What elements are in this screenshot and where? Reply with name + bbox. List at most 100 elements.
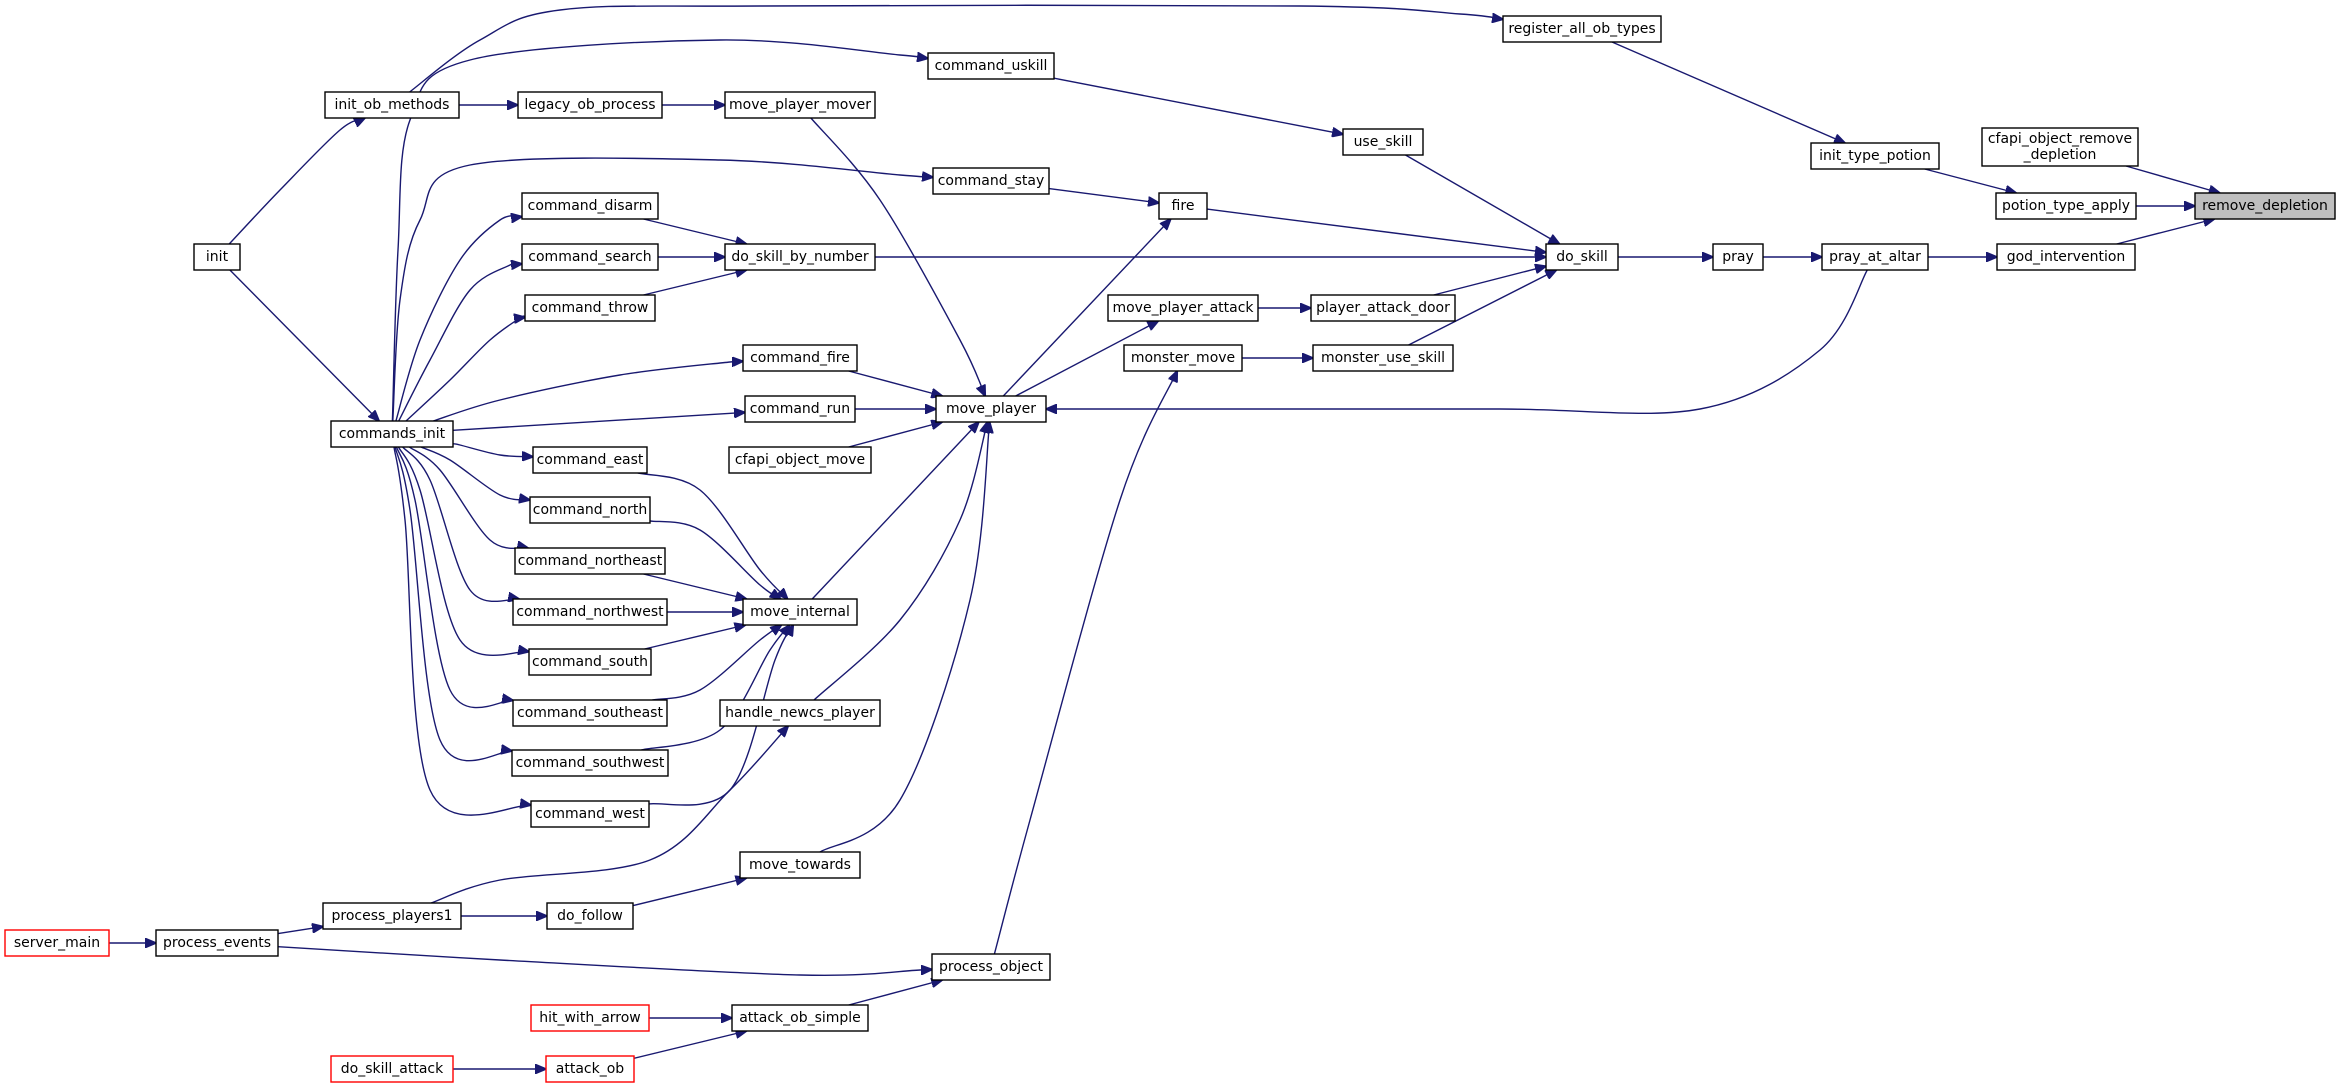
node-command_north[interactable]: command_north — [529, 496, 651, 524]
node-attack_ob_simple[interactable]: attack_ob_simple — [731, 1004, 869, 1032]
node-box[interactable] — [521, 243, 659, 271]
node-monster_move[interactable]: monster_move — [1123, 344, 1243, 372]
node-box[interactable] — [1342, 128, 1424, 156]
node-command_search[interactable]: command_search — [521, 243, 659, 271]
node-pray[interactable]: pray — [1712, 243, 1764, 271]
node-box[interactable] — [512, 598, 668, 626]
node-box[interactable] — [1123, 344, 1243, 372]
node-box[interactable] — [2194, 192, 2336, 220]
node-use_skill[interactable]: use_skill — [1342, 128, 1424, 156]
node-do_skill_attack[interactable]: do_skill_attack — [330, 1055, 454, 1083]
node-box[interactable] — [546, 902, 634, 930]
node-box[interactable] — [932, 167, 1050, 195]
node-move_player[interactable]: move_player — [935, 395, 1047, 423]
node-box[interactable] — [719, 699, 881, 727]
node-box[interactable] — [739, 851, 861, 879]
node-command_stay[interactable]: command_stay — [932, 167, 1050, 195]
node-box[interactable] — [731, 1004, 869, 1032]
node-cfapi_object_remove_depletion[interactable]: cfapi_object_remove_depletion — [1981, 127, 2139, 167]
node-init[interactable]: init — [193, 243, 241, 271]
node-box[interactable] — [742, 344, 858, 372]
node-attack_ob[interactable]: attack_ob — [545, 1055, 635, 1083]
node-box[interactable] — [529, 496, 651, 524]
node-box[interactable] — [1996, 243, 2136, 271]
node-box[interactable] — [744, 395, 856, 423]
node-box[interactable] — [1545, 243, 1619, 271]
node-box[interactable] — [1712, 243, 1764, 271]
node-box[interactable] — [514, 547, 666, 575]
node-command_run[interactable]: command_run — [744, 395, 856, 423]
node-handle_newcs_player[interactable]: handle_newcs_player — [719, 699, 881, 727]
node-box[interactable] — [931, 953, 1051, 981]
node-box[interactable] — [724, 91, 876, 119]
node-box[interactable] — [324, 91, 460, 119]
node-remove_depletion[interactable]: remove_depletion — [2194, 192, 2336, 220]
node-box[interactable] — [330, 1055, 454, 1083]
node-command_northwest[interactable]: command_northwest — [512, 598, 668, 626]
node-box[interactable] — [1158, 192, 1208, 220]
node-box[interactable] — [1821, 243, 1929, 271]
node-box[interactable] — [4, 929, 110, 957]
node-box[interactable] — [927, 52, 1055, 80]
node-box[interactable] — [935, 395, 1047, 423]
node-cfapi_object_move[interactable]: cfapi_object_move — [728, 446, 872, 474]
node-command_uskill[interactable]: command_uskill — [927, 52, 1055, 80]
node-init_ob_methods[interactable]: init_ob_methods — [324, 91, 460, 119]
node-box[interactable] — [524, 294, 656, 322]
node-box[interactable] — [742, 598, 858, 626]
node-command_fire[interactable]: command_fire — [742, 344, 858, 372]
node-process_events[interactable]: process_events — [155, 929, 279, 957]
node-server_main[interactable]: server_main — [4, 929, 110, 957]
node-potion_type_apply[interactable]: potion_type_apply — [1995, 192, 2137, 220]
node-do_skill[interactable]: do_skill — [1545, 243, 1619, 271]
node-box[interactable] — [1107, 294, 1259, 322]
node-box[interactable] — [322, 902, 462, 930]
node-commands_init[interactable]: commands_init — [330, 420, 454, 448]
node-box[interactable] — [155, 929, 279, 957]
node-box[interactable] — [1312, 344, 1454, 372]
node-command_west[interactable]: command_west — [530, 800, 650, 828]
node-command_southwest[interactable]: command_southwest — [511, 749, 669, 777]
node-do_follow[interactable]: do_follow — [546, 902, 634, 930]
node-box[interactable] — [532, 446, 648, 474]
node-command_throw[interactable]: command_throw — [524, 294, 656, 322]
node-box[interactable] — [512, 699, 668, 727]
node-move_player_mover[interactable]: move_player_mover — [724, 91, 876, 119]
node-move_towards[interactable]: move_towards — [739, 851, 861, 879]
node-box[interactable] — [530, 1004, 650, 1032]
node-command_east[interactable]: command_east — [532, 446, 648, 474]
node-god_intervention[interactable]: god_intervention — [1996, 243, 2136, 271]
node-command_southeast[interactable]: command_southeast — [512, 699, 668, 727]
node-fire[interactable]: fire — [1158, 192, 1208, 220]
node-process_object[interactable]: process_object — [931, 953, 1051, 981]
node-box[interactable] — [1310, 294, 1456, 322]
node-box[interactable] — [193, 243, 241, 271]
node-box[interactable] — [724, 243, 876, 271]
node-hit_with_arrow[interactable]: hit_with_arrow — [530, 1004, 650, 1032]
node-do_skill_by_number[interactable]: do_skill_by_number — [724, 243, 876, 271]
node-box[interactable] — [521, 192, 659, 220]
node-process_players1[interactable]: process_players1 — [322, 902, 462, 930]
node-box[interactable] — [1502, 15, 1662, 43]
node-register_all_ob_types[interactable]: register_all_ob_types — [1502, 15, 1662, 43]
node-move_player_attack[interactable]: move_player_attack — [1107, 294, 1259, 322]
node-command_disarm[interactable]: command_disarm — [521, 192, 659, 220]
node-box[interactable] — [511, 749, 669, 777]
node-box[interactable] — [728, 446, 872, 474]
node-monster_use_skill[interactable]: monster_use_skill — [1312, 344, 1454, 372]
node-player_attack_door[interactable]: player_attack_door — [1310, 294, 1456, 322]
node-box[interactable] — [1981, 127, 2139, 167]
node-init_type_potion[interactable]: init_type_potion — [1810, 142, 1940, 170]
node-box[interactable] — [545, 1055, 635, 1083]
node-box[interactable] — [1810, 142, 1940, 170]
node-box[interactable] — [530, 800, 650, 828]
node-pray_at_altar[interactable]: pray_at_altar — [1821, 243, 1929, 271]
node-legacy_ob_process[interactable]: legacy_ob_process — [517, 91, 663, 119]
node-box[interactable] — [1995, 192, 2137, 220]
node-box[interactable] — [330, 420, 454, 448]
node-command_northeast[interactable]: command_northeast — [514, 547, 666, 575]
node-move_internal[interactable]: move_internal — [742, 598, 858, 626]
node-command_south[interactable]: command_south — [528, 648, 652, 676]
node-box[interactable] — [528, 648, 652, 676]
node-box[interactable] — [517, 91, 663, 119]
